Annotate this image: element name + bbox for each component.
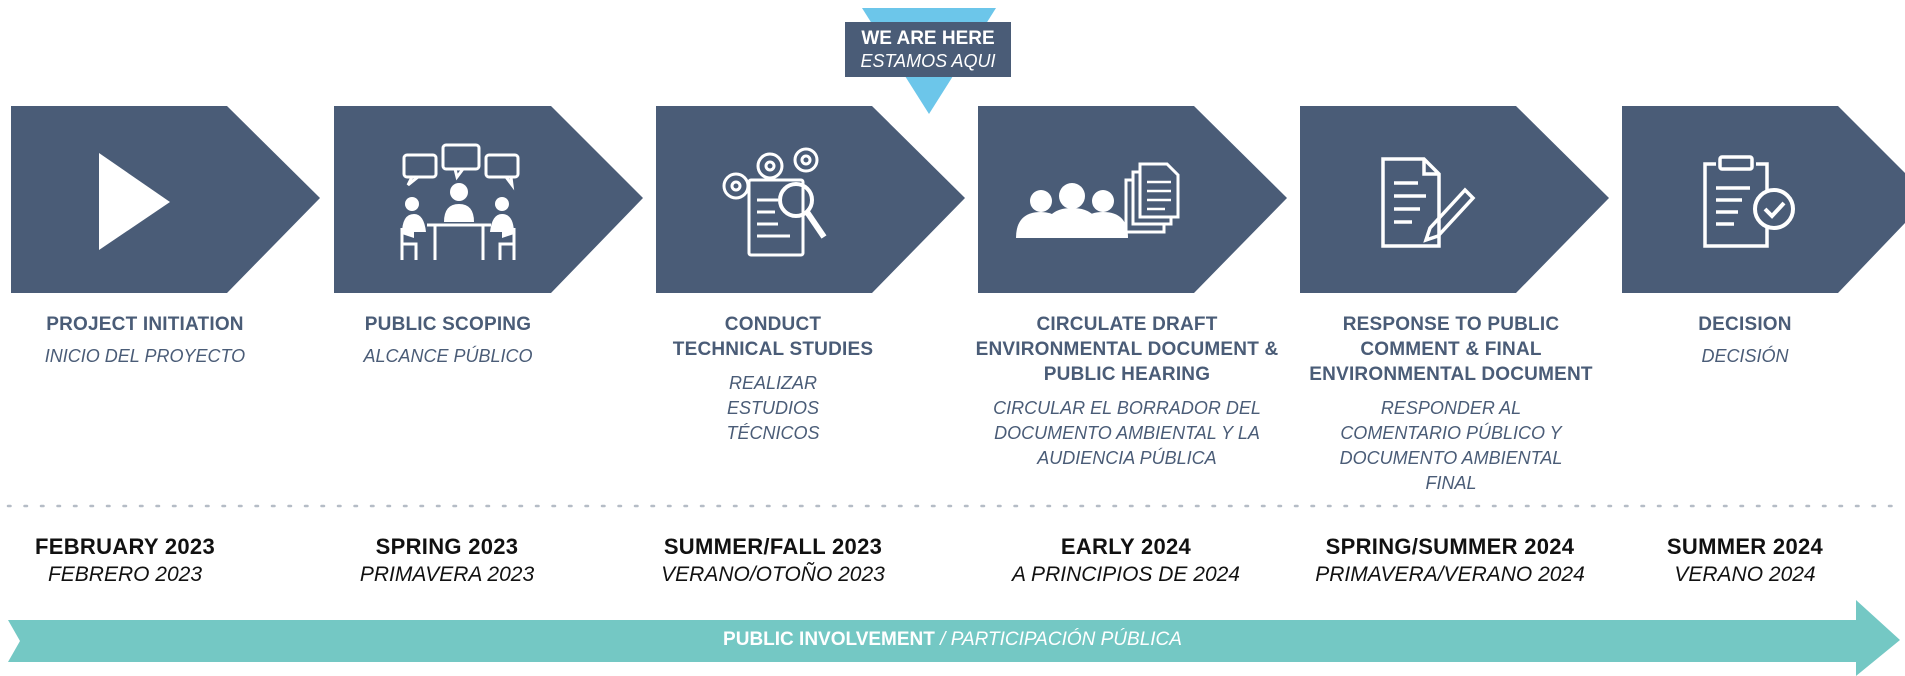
stage-description: CONDUCT TECHNICAL STUDIES REALIZAR ESTUD… — [628, 312, 918, 446]
date-label: FEBRUARY 2023 — [35, 534, 215, 559]
stage-subtitle: RESPONDER AL COMENTARIO PÚBLICO Y DOCUME… — [1339, 398, 1563, 493]
document-check-icon — [1703, 155, 1769, 248]
stage-subtitle: INICIO DEL PROYECTO — [44, 346, 246, 366]
stage-description: PROJECT INITIATION INICIO DEL PROYECTO — [0, 312, 290, 369]
stage-subtitle: DECISIÓN — [1701, 346, 1789, 366]
public-involvement-text: PUBLIC INVOLVEMENT — [723, 629, 935, 650]
stage-title: RESPONSE TO PUBLIC COMMENT & FINAL ENVIR… — [1309, 314, 1593, 385]
date-sublabel: A PRINCIPIOS DE 2024 — [1012, 563, 1240, 586]
stage-title: PUBLIC SCOPING — [364, 314, 532, 335]
stage-description: RESPONSE TO PUBLIC COMMENT & FINAL ENVIR… — [1296, 312, 1606, 496]
public-involvement-subtext: PARTICIPACIÓN PÚBLICA — [950, 629, 1182, 650]
meeting-people — [402, 183, 514, 238]
stage-title: DECISION — [1698, 314, 1792, 335]
we-are-here-label: WE ARE HERE ESTAMOS AQUI — [845, 22, 1011, 77]
stage-subtitle: REALIZAR ESTUDIOS TÉCNICOS — [726, 373, 820, 443]
stage-description: DECISION DECISIÓN — [1600, 312, 1890, 369]
stage-subtitle: ALCANCE PÚBLICO — [363, 346, 533, 366]
stage-title: PROJECT INITIATION — [46, 314, 244, 335]
stage-chevron — [334, 106, 643, 293]
stage-description: PUBLIC SCOPING ALCANCE PÚBLICO — [303, 312, 593, 369]
gears-magnifier-icon — [722, 147, 827, 257]
date-sublabel: VERANO/OTOÑO 2023 — [661, 563, 885, 586]
public-involvement-bar — [8, 600, 1900, 676]
date-sublabel: FEBRERO 2023 — [47, 563, 203, 586]
date-sublabel: PRIMAVERA 2023 — [359, 563, 535, 586]
stage-date: EARLY 2024 A PRINCIPIOS DE 2024 — [971, 533, 1281, 589]
document-pen-icon — [1381, 157, 1476, 248]
people-documents-icon — [1016, 162, 1180, 238]
public-involvement-label: PUBLIC INVOLVEMENT / PARTICIPACIÓN PÚBLI… — [0, 626, 1905, 654]
stage-title: CIRCULATE DRAFT ENVIRONMENTAL DOCUMENT &… — [975, 314, 1279, 385]
date-label: SPRING 2023 — [375, 534, 519, 559]
play-icon — [99, 153, 170, 250]
date-label: SUMMER/FALL 2023 — [663, 534, 883, 559]
we-are-here-subtext: ESTAMOS AQUI — [860, 51, 996, 71]
check-mark — [1763, 201, 1786, 219]
stage-description: CIRCULATE DRAFT ENVIRONMENTAL DOCUMENT &… — [972, 312, 1282, 471]
bar-separator: / — [934, 629, 951, 650]
date-label: EARLY 2024 — [1060, 534, 1192, 559]
date-sublabel: VERANO 2024 — [1674, 563, 1816, 586]
stage-date: SPRING 2023 PRIMAVERA 2023 — [292, 533, 602, 589]
check-circle — [1753, 188, 1795, 230]
meeting-icon — [400, 143, 520, 260]
stage-subtitle: CIRCULAR EL BORRADOR DEL DOCUMENTO AMBIE… — [993, 398, 1261, 468]
stage-date: SPRING/SUMMER 2024 PRIMAVERA/VERANO 2024 — [1295, 533, 1605, 589]
stage-title: CONDUCT TECHNICAL STUDIES — [672, 314, 874, 360]
stage-date: SUMMER 2024 VERANO 2024 — [1590, 533, 1900, 589]
date-label: SPRING/SUMMER 2024 — [1325, 534, 1575, 559]
date-label: SUMMER 2024 — [1666, 534, 1824, 559]
stage-date: SUMMER/FALL 2023 VERANO/OTOÑO 2023 — [618, 533, 928, 589]
date-sublabel: PRIMAVERA/VERANO 2024 — [1315, 563, 1585, 586]
stage-date: FEBRUARY 2023 FEBRERO 2023 — [0, 533, 280, 589]
we-are-here-text: WE ARE HERE — [861, 28, 995, 49]
